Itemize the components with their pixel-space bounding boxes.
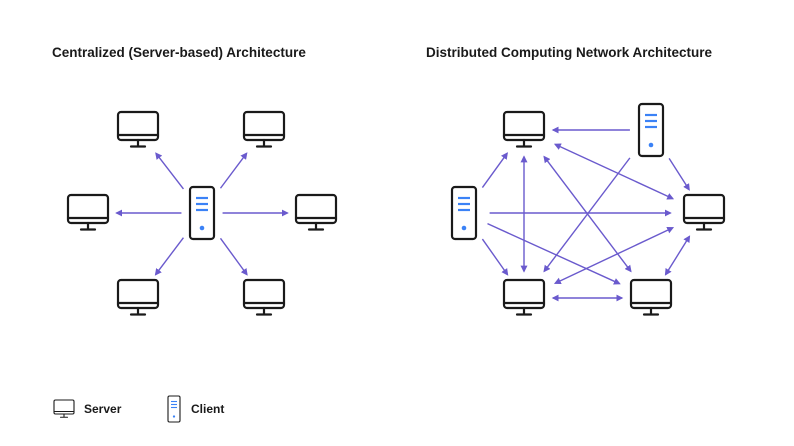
tower-icon	[188, 185, 216, 241]
device-nodes	[66, 102, 726, 316]
arrow-d_t1-to-d_mA	[481, 152, 508, 188]
monitor-icon	[116, 278, 160, 316]
legend-monitor-icon	[53, 399, 75, 418]
arrow-d_mB-to-d_mC	[553, 226, 675, 285]
legend: Server Client	[53, 395, 224, 423]
monitor-icon	[242, 110, 286, 148]
monitor-icon	[294, 193, 338, 231]
arrow-c_srv-to-c_m5	[154, 237, 184, 276]
arrow-d_t1-to-d_mC	[481, 238, 509, 276]
arrow-d_mB-to-d_mD	[664, 235, 691, 276]
legend-tower-icon	[167, 395, 181, 423]
monitor-icon	[682, 193, 726, 231]
tower-icon	[637, 102, 665, 158]
legend-monitor-label: Server	[84, 402, 122, 416]
monitor-icon	[629, 278, 673, 316]
centralized-architecture-title: Centralized (Server-based) Architecture	[52, 45, 306, 60]
monitor-icon	[502, 110, 546, 148]
monitor-icon	[66, 193, 110, 231]
distributed-architecture-title: Distributed Computing Network Architectu…	[426, 45, 713, 60]
arrow-c_srv-to-c_m6	[219, 237, 248, 276]
tower-icon	[450, 185, 478, 241]
monitor-icon	[242, 278, 286, 316]
legend-tower-label: Client	[191, 402, 224, 416]
arrow-d_t2-to-d_mB	[668, 157, 690, 191]
monitor-icon	[502, 278, 546, 316]
monitor-icon	[116, 110, 160, 148]
arrow-c_srv-to-c_m2	[219, 152, 248, 189]
arrow-c_srv-to-c_m1	[155, 152, 184, 190]
connection-arrows	[115, 126, 691, 302]
